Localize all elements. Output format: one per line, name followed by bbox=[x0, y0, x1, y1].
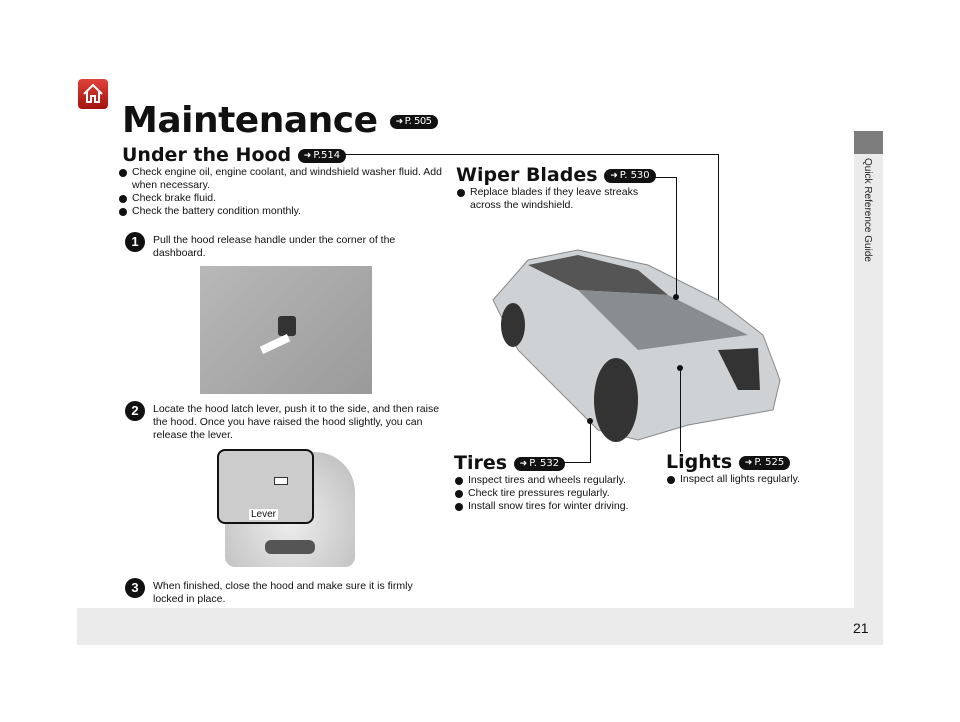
hood-release-photo bbox=[200, 266, 372, 394]
bullet: Check engine oil, engine coolant, and wi… bbox=[118, 166, 442, 192]
lever-callout: Lever bbox=[217, 449, 314, 524]
wiper-section: Wiper Blades P. 530 Replace blades if th… bbox=[456, 164, 666, 212]
car-illustration bbox=[492, 249, 781, 442]
page-number: 21 bbox=[853, 620, 869, 636]
side-tab-label[interactable]: Quick Reference Guide bbox=[862, 158, 873, 262]
home-button[interactable] bbox=[78, 79, 108, 109]
bullet: Check tire pressures regularly. bbox=[454, 487, 664, 500]
section-heading: Under the Hood P.514 bbox=[122, 144, 442, 166]
bullet: Install snow tires for winter driving. bbox=[454, 500, 664, 513]
lever-label: Lever bbox=[249, 509, 279, 520]
home-icon bbox=[83, 83, 103, 103]
page-ref-link[interactable]: P.514 bbox=[297, 148, 347, 163]
bullet: Inspect tires and wheels regularly. bbox=[454, 474, 664, 487]
bullet: Inspect all lights regularly. bbox=[666, 473, 846, 486]
page-ref-link[interactable]: P. 505 bbox=[389, 115, 438, 129]
tires-section: Tires P. 532 Inspect tires and wheels re… bbox=[454, 452, 664, 513]
page-ref-link[interactable]: P. 525 bbox=[738, 455, 791, 470]
bullet: Replace blades if they leave streaks acr… bbox=[456, 186, 666, 212]
under-hood-section: Under the Hood P.514 Check engine oil, e… bbox=[119, 144, 442, 218]
page-ref-link[interactable]: P. 530 bbox=[604, 168, 656, 183]
lights-section: Lights P. 525 Inspect all lights regular… bbox=[666, 451, 846, 486]
page-ref-link[interactable]: P. 532 bbox=[513, 456, 566, 471]
page-title: Maintenance P. 505 bbox=[122, 100, 438, 141]
bullet: Check the battery condition monthly. bbox=[118, 205, 442, 218]
side-tab-marker bbox=[854, 131, 883, 154]
side-tab-strip bbox=[854, 131, 883, 608]
footer-band bbox=[77, 608, 883, 645]
bullet: Check brake fluid. bbox=[118, 192, 442, 205]
